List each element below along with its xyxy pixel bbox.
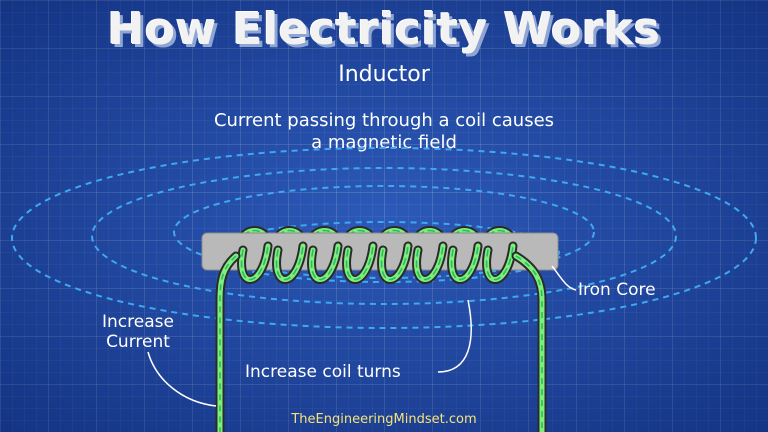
pointer-increase-current	[147, 351, 217, 407]
label-increase-current-line-2: Current	[106, 332, 170, 352]
pointer-increase-turns	[437, 299, 472, 373]
pointer-iron-core	[551, 265, 577, 291]
coil-turn-4-front-dash	[345, 245, 374, 281]
field-line-outer	[11, 147, 757, 329]
coil-turn-5-front-dash	[380, 245, 409, 281]
label-increase-current-line-1: Increase	[102, 312, 174, 332]
coil-turn-8-front-dash	[485, 245, 514, 281]
coil-leads	[215, 251, 547, 432]
label-pointers	[147, 265, 577, 407]
description-line-1: Current passing through a coil causes	[213, 110, 555, 131]
field-line-mid	[91, 167, 677, 305]
coil-turn-6-front-dash	[415, 245, 444, 281]
coil-turn-2-front-dash	[275, 245, 304, 281]
coil-turn-3-front-dash	[310, 245, 339, 281]
coil-front-turns	[237, 241, 518, 284]
watermark: TheEngineeringMindset.com	[291, 412, 477, 427]
page-title: How Electricity Works	[107, 4, 661, 55]
coil-lead-right-wire	[513, 253, 545, 432]
label-increase-current: Increase Current	[90, 312, 186, 352]
coil-lead-left-dash	[219, 255, 237, 432]
page-subtitle: Inductor	[338, 62, 430, 87]
label-increase-turns: Increase coil turns	[245, 362, 401, 382]
coil-turn-7-front-dash	[450, 245, 479, 281]
coil-lead-left-wire	[217, 253, 239, 432]
label-iron-core: Iron Core	[578, 280, 656, 300]
coil-turn-1-front-dash	[240, 245, 269, 281]
